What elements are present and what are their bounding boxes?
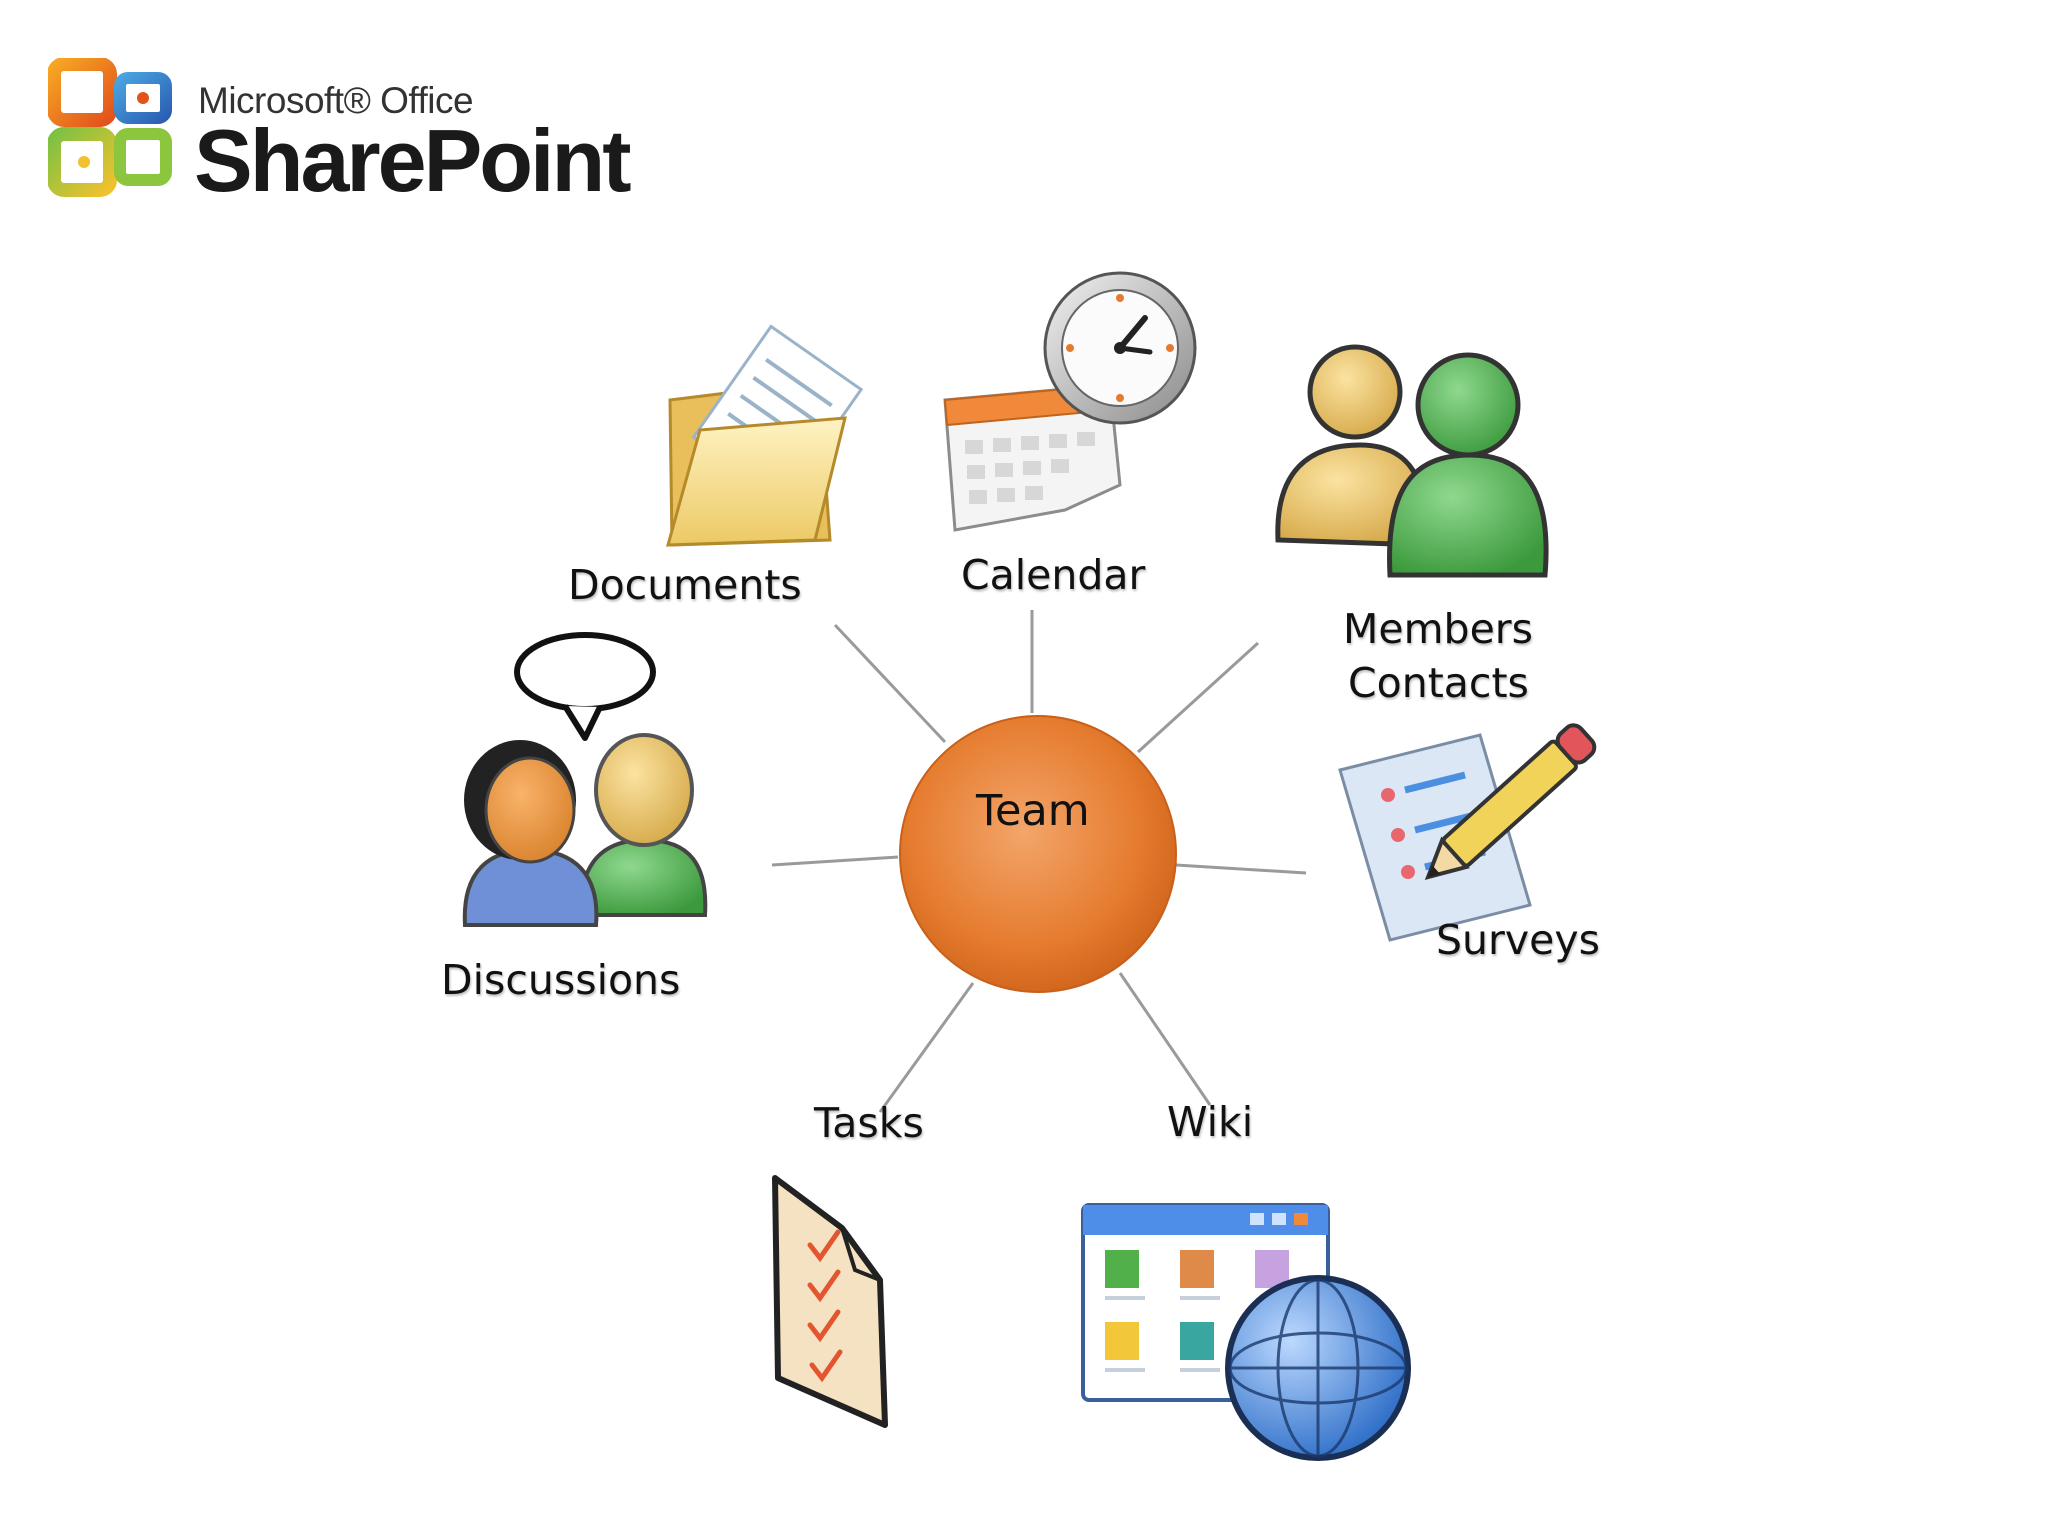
- logo-brand-line: Microsoft® Office: [198, 80, 474, 121]
- folder-document-icon: [666, 324, 864, 547]
- connector-discussions: [771, 855, 899, 867]
- node-label-members: Members: [1343, 605, 1534, 653]
- connectors: [771, 610, 1307, 1113]
- node-label-calendar: Calendar: [961, 551, 1146, 599]
- connector-documents: [833, 623, 947, 744]
- node-label-discussions: Discussions: [441, 956, 681, 1004]
- node-label-tasks: Tasks: [814, 1099, 924, 1147]
- logo-product-name: SharePoint: [194, 111, 632, 210]
- connector-surveys: [1175, 863, 1307, 875]
- connector-wiki: [1118, 972, 1212, 1106]
- connector-members: [1136, 641, 1260, 754]
- team-hub-circle: [899, 715, 1177, 993]
- sharepoint-logo: Microsoft® Office SharePoint: [48, 58, 648, 210]
- task-checklist-icon: [772, 1175, 888, 1428]
- office-logo-icon: [48, 58, 172, 197]
- hub-label: Team: [976, 786, 1090, 836]
- node-label-wiki: Wiki: [1167, 1098, 1254, 1146]
- calendar-clock-icon: [943, 271, 1197, 532]
- people-icon: [1275, 344, 1549, 578]
- wiki-globe-icon: [1081, 1203, 1411, 1461]
- node-label-surveys: Surveys: [1436, 916, 1600, 964]
- connector-tasks: [878, 982, 975, 1113]
- survey-pencil-icon: [1338, 723, 1597, 942]
- people-speech-icon: [462, 632, 708, 927]
- node-label-documents: Documents: [568, 561, 802, 609]
- node-label-contacts: Contacts: [1348, 659, 1529, 707]
